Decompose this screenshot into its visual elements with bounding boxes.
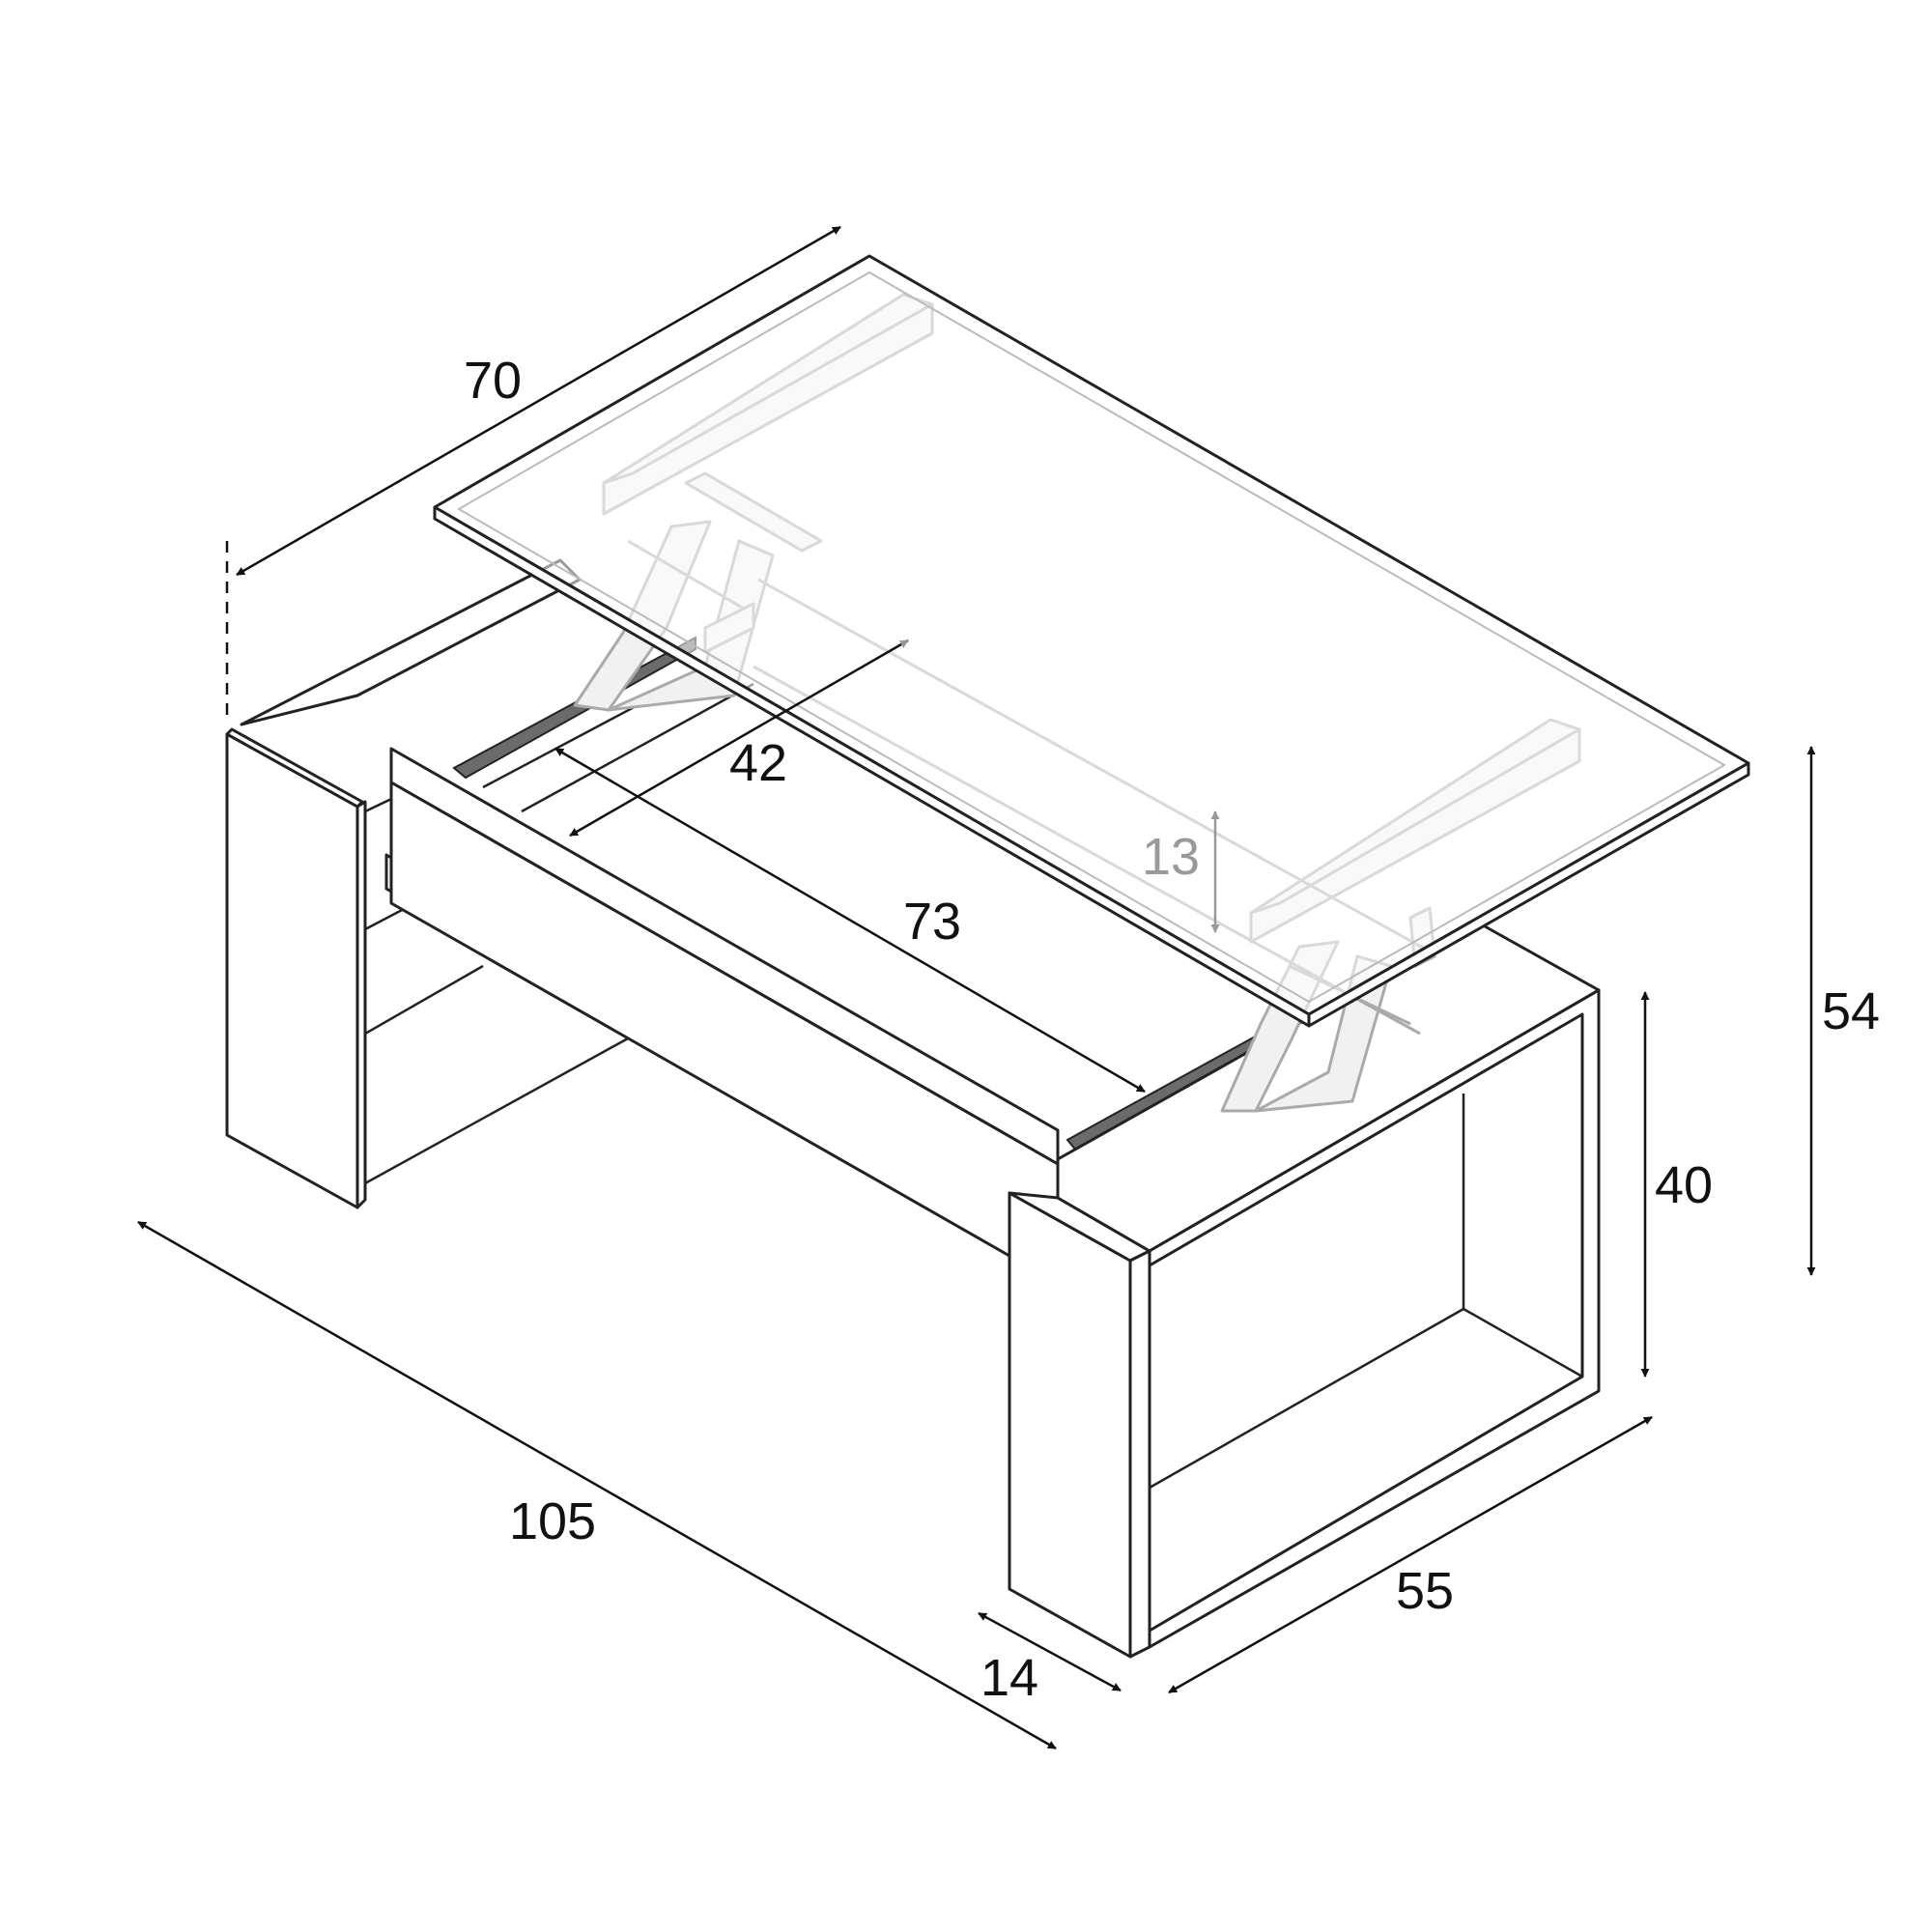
dim-line-length bbox=[137, 1220, 1057, 1750]
dim-label-top-depth: 70 bbox=[464, 352, 522, 410]
dim-label-depth: 55 bbox=[1396, 1562, 1454, 1620]
left-leg bbox=[225, 727, 629, 1209]
front-panel bbox=[389, 747, 1060, 1258]
dim-line-depth bbox=[1168, 1415, 1653, 1694]
dim-line-leg-width bbox=[978, 1611, 1122, 1692]
dim-line-top-depth bbox=[236, 225, 841, 577]
rail-back bbox=[452, 636, 696, 780]
dimension-annotations: 70 42 73 13 54 40 105 14 55 bbox=[137, 225, 1880, 1750]
right-leg bbox=[1008, 921, 1601, 1659]
dim-label-height: 40 bbox=[1655, 1156, 1713, 1214]
dim-label-opening-depth: 42 bbox=[729, 734, 787, 792]
dim-line-opening-width bbox=[554, 747, 1146, 1094]
dim-label-lift-height: 13 bbox=[1142, 828, 1200, 886]
back-top-panel bbox=[240, 558, 582, 726]
dim-label-length: 105 bbox=[509, 1492, 596, 1550]
dim-label-opening-width: 73 bbox=[903, 893, 961, 951]
dim-label-leg-width: 14 bbox=[980, 1649, 1038, 1707]
dim-label-raised-height: 54 bbox=[1822, 982, 1880, 1040]
